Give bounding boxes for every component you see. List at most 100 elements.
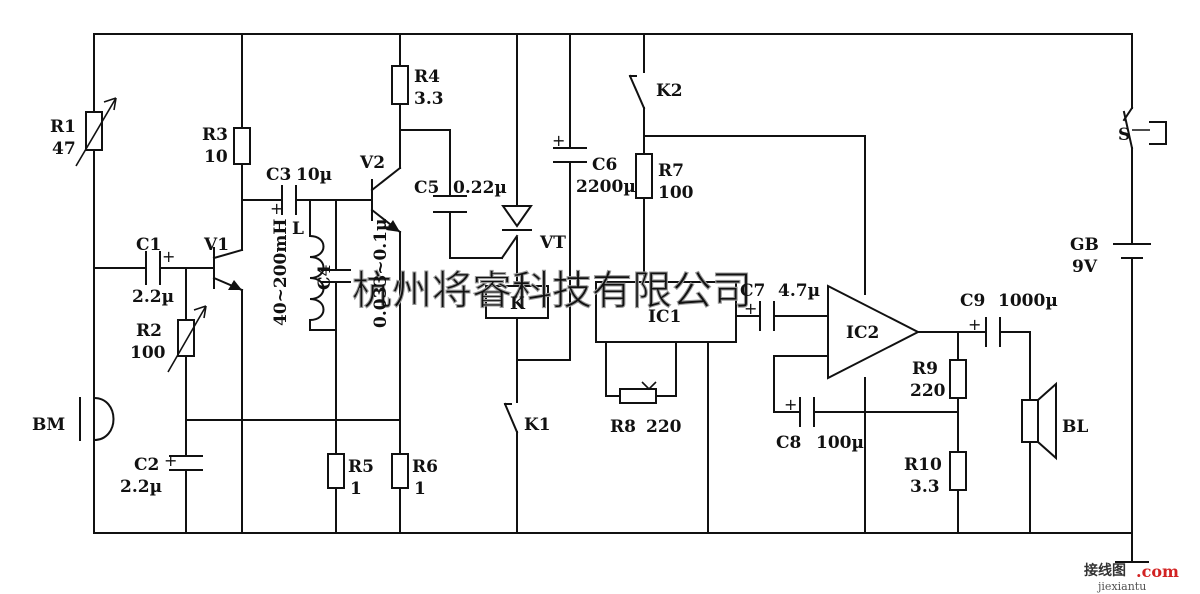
polarity-marks: + + + + + + + [162, 131, 981, 470]
value-c6: 2200µ [576, 177, 636, 197]
value-r4: 3.3 [414, 89, 444, 109]
label-ic1: IC1 [648, 307, 681, 327]
label-vt: VT [539, 233, 566, 253]
polarity-c3: + [270, 199, 283, 218]
ic2-amplifier [827, 284, 921, 380]
logo-text: 接线图 [1084, 562, 1126, 579]
capacitor-c3 [281, 185, 297, 215]
capacitor-c8 [799, 397, 815, 427]
label-k1: K1 [524, 415, 551, 435]
value-r10: 3.3 [910, 477, 940, 497]
resistor-r9 [949, 359, 967, 399]
watermark-logo: 接线图 .com jiexiantu [1084, 562, 1179, 593]
value-c8: 100µ [816, 433, 864, 453]
switch-k2 [628, 74, 646, 110]
resistor-r5 [327, 453, 345, 489]
value-c7: 4.7µ [778, 281, 820, 301]
relay-contact-k1 [503, 402, 519, 434]
value-c9: 1000µ [998, 291, 1058, 311]
capacitor-c2 [169, 455, 203, 471]
label-c4: C4 [315, 264, 335, 290]
transistor-v2 [370, 166, 402, 234]
component-labels: R1 47 R3 10 R4 3.3 C3 10µ V2 C5 0.22µ C6… [32, 67, 1130, 499]
label-r7: R7 [658, 161, 684, 181]
logo-domain: .com [1136, 562, 1179, 581]
value-c3: 10µ [296, 165, 332, 185]
value-gb: 9V [1072, 257, 1098, 277]
label-s: S [1118, 125, 1130, 145]
inductor-l [308, 234, 325, 322]
logo-site: jiexiantu [1096, 580, 1146, 593]
microphone-bm [79, 396, 115, 442]
switch-s [1122, 106, 1167, 150]
label-c7: C7 [740, 281, 765, 301]
label-r3: R3 [202, 125, 228, 145]
label-r6: R6 [412, 457, 438, 477]
relay-coil-k [485, 285, 549, 319]
battery-gb [1113, 243, 1151, 259]
resistor-r2 [167, 305, 207, 373]
resistor-r6 [391, 453, 409, 489]
label-c2: C2 [134, 455, 159, 475]
value-c4: 0.033~0.1µ [371, 219, 391, 329]
label-r1: R1 [50, 117, 76, 137]
label-bm: BM [32, 415, 65, 435]
ic1-block [595, 281, 737, 343]
label-c1: C1 [136, 235, 161, 255]
label-c9: C9 [960, 291, 985, 311]
polarity-c8: + [784, 395, 797, 414]
capacitor-c4 [321, 269, 351, 293]
value-l: 40~200mH [271, 219, 291, 326]
value-r1: 47 [52, 139, 76, 159]
value-r9: 220 [910, 381, 946, 401]
value-r7: 100 [658, 183, 694, 203]
value-r3: 10 [204, 147, 228, 167]
polarity-c6: + [552, 131, 565, 150]
resistor-r8 [619, 381, 657, 404]
value-r2: 100 [130, 343, 166, 363]
watermark-text: 杭州将睿科技有限公司 [352, 268, 752, 314]
polarity-c1: + [162, 247, 175, 266]
polarity-c7: + [744, 299, 757, 318]
label-c6: C6 [592, 155, 617, 175]
resistor-r7 [635, 153, 653, 199]
label-k2: K2 [656, 81, 683, 101]
label-gb: GB [1070, 235, 1099, 255]
label-r10: R10 [904, 455, 942, 475]
label-k: K [510, 294, 526, 314]
value-c5: 0.22µ [453, 178, 507, 198]
capacitor-c1 [145, 251, 161, 285]
resistor-r4 [391, 65, 409, 105]
resistor-r1 [75, 97, 117, 167]
resistor-r3 [233, 127, 251, 165]
label-c3: C3 [266, 165, 291, 185]
polarity-c9: + [968, 315, 981, 334]
label-c5: C5 [414, 178, 439, 198]
wiring [93, 33, 1133, 563]
label-v1: V1 [203, 235, 229, 255]
capacitor-c7 [759, 301, 775, 331]
label-c8: C8 [776, 433, 801, 453]
label-r9: R9 [912, 359, 938, 379]
capacitor-c5 [433, 195, 467, 213]
label-r2: R2 [136, 321, 162, 341]
label-l: L [292, 219, 304, 239]
value-r6: 1 [414, 479, 426, 499]
capacitor-c9 [985, 317, 1001, 347]
capacitor-c6 [553, 147, 587, 163]
transistor-v1 [212, 247, 244, 292]
thyristor-vt [500, 205, 533, 260]
label-ic2: IC2 [846, 323, 879, 343]
value-r5: 1 [350, 479, 362, 499]
polarity-c2: + [164, 451, 177, 470]
resistor-r10 [949, 451, 967, 491]
value-c1: 2.2µ [132, 287, 174, 307]
label-v2: V2 [359, 153, 385, 173]
value-c2: 2.2µ [120, 477, 162, 497]
label-r4: R4 [414, 67, 440, 87]
speaker-bl [1021, 381, 1057, 461]
label-r8: R8 [610, 417, 636, 437]
label-r5: R5 [348, 457, 374, 477]
label-bl: BL [1062, 417, 1088, 437]
